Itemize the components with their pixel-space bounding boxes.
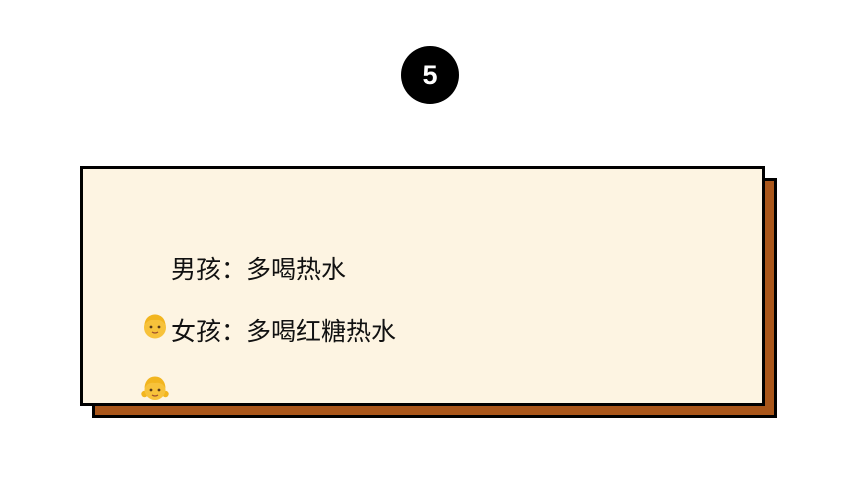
dialogue-line-girl: 女孩 ： 多喝红糖热水 (141, 313, 397, 400)
boy-emoji-icon (141, 254, 169, 339)
dialogue-text: 多喝热水 (246, 255, 347, 284)
separator: ： (221, 255, 247, 284)
speaker-label: 女孩 (171, 317, 222, 346)
dialogue-text: 多喝红糖热水 (246, 317, 397, 346)
dialogue-line-boy: 男孩 ： 多喝热水 (141, 251, 396, 339)
step-number-badge: 5 (401, 46, 459, 104)
dialogue-lines: 男孩 ： 多喝热水 女孩 ： 多喝红糖热水 (141, 251, 397, 400)
separator: ： (221, 317, 247, 346)
speaker-label: 男孩 (171, 255, 222, 284)
step-number: 5 (422, 59, 438, 90)
content-card: 男孩 ： 多喝热水 女孩 ： 多喝红糖热水 (80, 166, 765, 406)
girl-emoji-icon (141, 316, 169, 400)
